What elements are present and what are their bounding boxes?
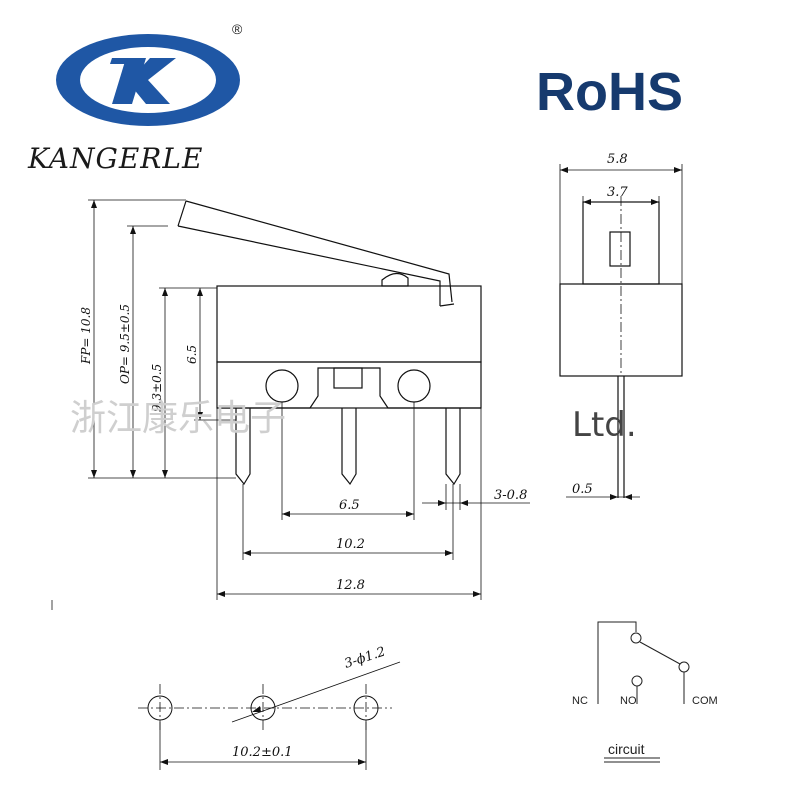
circuit-title: circuit bbox=[608, 741, 645, 757]
actuator-button bbox=[381, 272, 409, 287]
lever-tip bbox=[439, 303, 455, 307]
logo-k-serif bbox=[110, 58, 128, 64]
circuit-label-nc: NC bbox=[572, 695, 588, 707]
watermark-text: 浙江康乐电子 bbox=[70, 398, 286, 439]
rohs-label: RoHS bbox=[536, 62, 683, 122]
center-notch bbox=[333, 367, 363, 389]
end-actuator bbox=[609, 231, 631, 267]
lever-arm-lower bbox=[177, 225, 441, 306]
dim-text-hole: 3-ϕ1.2 bbox=[343, 644, 388, 671]
side-view-dimensions bbox=[88, 199, 530, 600]
circuit-com-contact bbox=[678, 661, 690, 673]
circuit-nc-contact bbox=[630, 632, 642, 644]
circuit-no-contact bbox=[631, 675, 643, 687]
brand-logo: ® KANGERLE bbox=[27, 21, 243, 175]
terminal-com bbox=[341, 420, 357, 486]
side-view bbox=[177, 200, 482, 486]
dim-text-93: 9.3±0.5 bbox=[150, 364, 164, 412]
registered-mark: ® bbox=[232, 21, 243, 37]
dim-text-terminal: 3-0.8 bbox=[494, 488, 527, 503]
switch-body bbox=[216, 285, 482, 363]
lever-end bbox=[177, 200, 187, 227]
logo-k-arm bbox=[128, 58, 176, 104]
circuit-label-com: COM bbox=[692, 695, 718, 707]
end-view bbox=[559, 196, 683, 498]
dim-text-37: 3.7 bbox=[607, 185, 628, 200]
terminal-nc bbox=[235, 420, 251, 486]
dim-text-op: OP= 9.5±0.5 bbox=[118, 304, 132, 384]
terminal-no bbox=[445, 420, 461, 486]
brand-name: KANGERLE bbox=[27, 142, 203, 175]
circuit-switch-arm bbox=[639, 641, 681, 665]
lever-arm-upper bbox=[185, 200, 453, 303]
circuit-label-no: NO bbox=[620, 695, 637, 707]
dim-text-128: 12.8 bbox=[336, 578, 365, 593]
circuit-nc-wire bbox=[597, 621, 637, 704]
switch-base bbox=[216, 361, 482, 409]
footprint-view bbox=[138, 661, 401, 770]
footprint-leader bbox=[231, 661, 401, 723]
dim-text-65v: 6.5 bbox=[185, 345, 199, 364]
dim-text-fp: FP= 10.8 bbox=[79, 307, 93, 365]
watermark-suffix: Ltd. bbox=[572, 405, 637, 445]
mount-hole-right bbox=[397, 369, 431, 403]
dim-text-pitch: 10.2±0.1 bbox=[232, 745, 293, 760]
circuit-diagram bbox=[597, 621, 690, 763]
dim-text-65h: 6.5 bbox=[339, 498, 360, 513]
watermark-fade bbox=[488, 378, 550, 436]
dim-text-05: 0.5 bbox=[572, 482, 593, 497]
dim-text-102: 10.2 bbox=[336, 537, 365, 552]
end-view-dimensions bbox=[559, 164, 683, 500]
dim-text-58: 5.8 bbox=[607, 152, 628, 167]
